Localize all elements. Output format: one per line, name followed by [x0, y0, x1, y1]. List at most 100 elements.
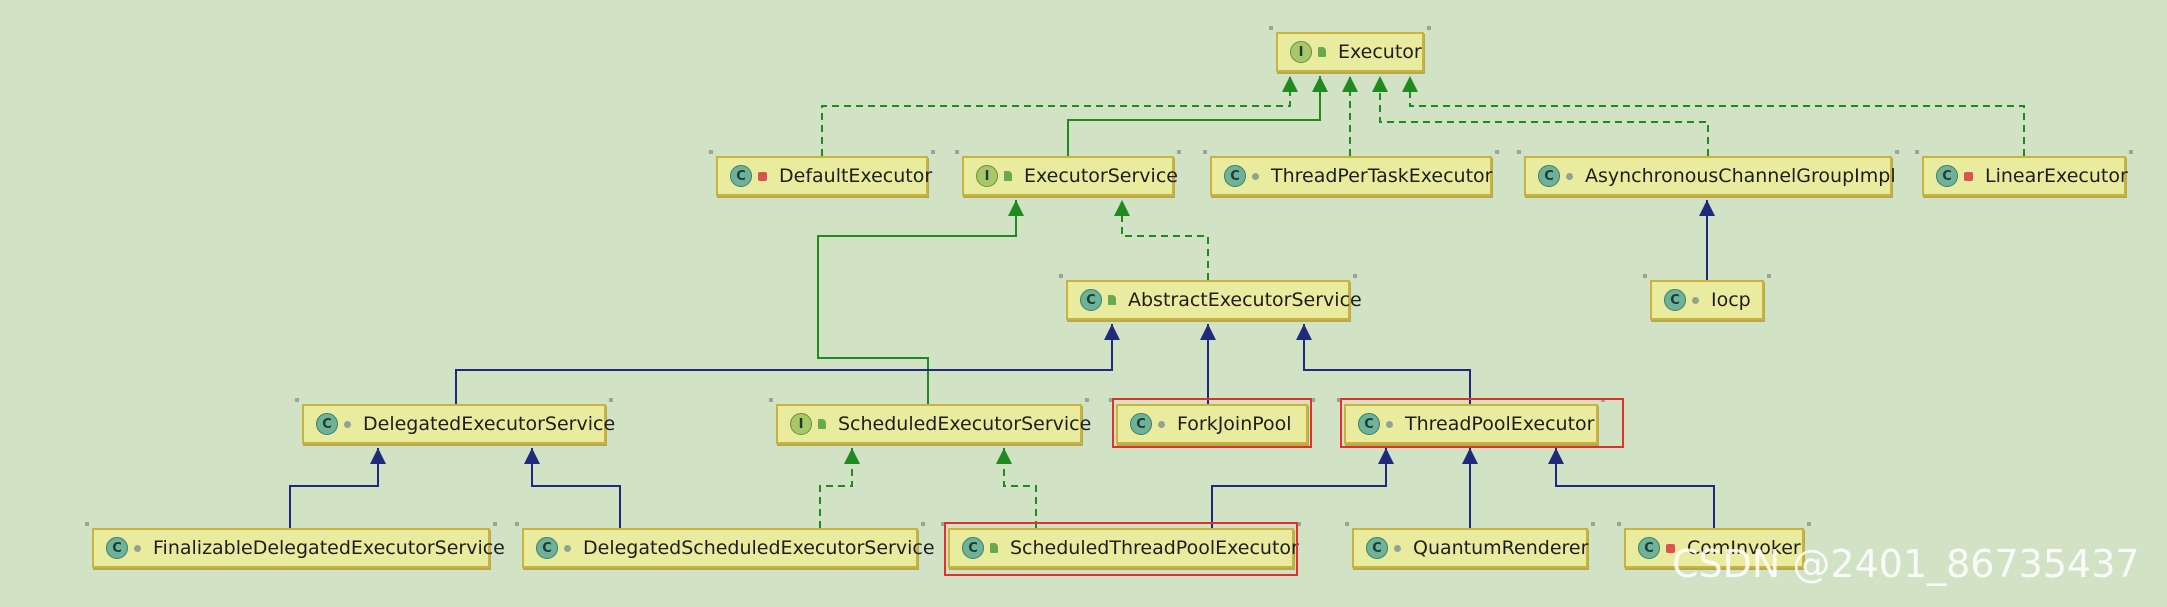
edge-delegated-scheduled-executor-service-to-delegated-executor-service — [524, 448, 621, 528]
edge-asynchronous-channel-group-impl-to-executor — [1372, 76, 1709, 156]
class-name-label: DefaultExecutor — [779, 165, 933, 187]
public-modifier-icon — [1108, 295, 1116, 305]
arrow-head-icon — [1104, 324, 1120, 340]
package-modifier-icon — [134, 544, 141, 552]
class-icon: C — [536, 537, 558, 559]
class-node-default-executor[interactable]: C DefaultExecutor — [709, 150, 935, 202]
class-name-label: ComInvoker — [1687, 537, 1801, 559]
edge-line — [1379, 76, 1709, 156]
arrow-head-icon — [1312, 76, 1328, 92]
package-modifier-icon — [1566, 172, 1573, 180]
edge-line — [817, 200, 1017, 404]
edge-line — [821, 76, 1291, 156]
watermark: CSDN @2401_86735437 — [1672, 542, 2140, 586]
class-icon: C — [962, 537, 984, 559]
package-modifier-icon — [1386, 420, 1393, 428]
package-modifier-icon — [1692, 296, 1699, 304]
class-name-label: AsynchronousChannelGroupImpl — [1585, 165, 1896, 187]
public-modifier-icon — [1318, 47, 1326, 57]
edge-line — [1555, 448, 1715, 528]
interface-icon: I — [1290, 41, 1312, 63]
arrow-head-icon — [1462, 448, 1478, 464]
class-name-label: ThreadPerTaskExecutor — [1271, 165, 1493, 187]
class-name-label: DelegatedScheduledExecutorService — [583, 537, 935, 559]
class-node-iocp[interactable]: C Iocp — [1643, 274, 1771, 326]
edge-thread-per-task-executor-to-executor — [1342, 76, 1358, 156]
lock-icon — [1964, 171, 1973, 181]
class-icon: C — [1936, 165, 1958, 187]
highlight-frame-scheduled-thread-pool-executor — [944, 522, 1298, 576]
edge-executor-service-to-executor — [1067, 76, 1328, 156]
class-node-executor[interactable]: I Executor — [1269, 26, 1431, 78]
lock-icon — [758, 171, 767, 181]
edge-iocp-to-asynchronous-channel-group-impl — [1699, 200, 1715, 280]
class-name-label: ThreadPoolExecutor — [1405, 413, 1595, 435]
edge-fork-join-pool-to-abstract-executor-service — [1200, 324, 1216, 404]
class-name-label: AbstractExecutorService — [1128, 289, 1362, 311]
arrow-head-icon — [1699, 200, 1715, 216]
class-name-label: ForkJoinPool — [1177, 413, 1292, 435]
class-name-label: Executor — [1338, 41, 1422, 63]
edge-line — [455, 324, 1113, 404]
arrow-head-icon — [524, 448, 540, 464]
highlight-frame-fork-join-pool — [1112, 398, 1312, 448]
arrow-head-icon — [1402, 76, 1418, 92]
edge-line — [1303, 324, 1471, 404]
arrow-head-icon — [1114, 200, 1130, 216]
edge-scheduled-executor-service-to-executor-service — [817, 200, 1024, 404]
class-node-thread-per-task-executor[interactable]: C ThreadPerTaskExecutor — [1203, 150, 1499, 202]
edge-scheduled-thread-pool-executor-to-thread-pool-executor — [1211, 448, 1394, 528]
arrow-head-icon — [996, 448, 1012, 464]
edge-scheduled-thread-pool-executor-to-scheduled-executor-service — [996, 448, 1037, 528]
class-icon: C — [730, 165, 752, 187]
package-modifier-icon — [1158, 420, 1165, 428]
package-modifier-icon — [1394, 544, 1401, 552]
arrow-head-icon — [370, 448, 386, 464]
class-node-delegated-scheduled-executor-service[interactable]: C DelegatedScheduledExecutorService — [515, 522, 935, 574]
arrow-head-icon — [1372, 76, 1388, 92]
package-modifier-icon — [344, 420, 351, 428]
highlight-frame-thread-pool-executor — [1340, 398, 1624, 448]
arrow-head-icon — [1548, 448, 1564, 464]
class-icon: C — [1358, 413, 1380, 435]
class-icon: C — [1664, 289, 1686, 311]
public-modifier-icon — [818, 419, 826, 429]
lock-icon — [1666, 543, 1675, 553]
arrow-head-icon — [1378, 448, 1394, 464]
interface-icon: I — [790, 413, 812, 435]
edge-thread-pool-executor-to-abstract-executor-service — [1296, 324, 1471, 404]
arrow-head-icon — [1200, 324, 1216, 340]
edge-line — [1121, 200, 1209, 280]
edge-line — [289, 448, 379, 528]
arrow-head-icon — [1008, 200, 1024, 216]
edge-com-invoker-to-thread-pool-executor — [1548, 448, 1715, 528]
edge-finalizable-delegated-executor-service-to-delegated-executor-service — [289, 448, 386, 528]
class-name-label: ScheduledExecutorService — [838, 413, 1092, 435]
edge-linear-executor-to-executor — [1402, 76, 2025, 156]
class-icon: C — [1224, 165, 1246, 187]
arrow-head-icon — [1342, 76, 1358, 92]
interface-icon: I — [976, 165, 998, 187]
edge-line — [531, 448, 621, 528]
class-node-thread-pool-executor[interactable]: C ThreadPoolExecutor — [1337, 398, 1605, 450]
edge-abstract-executor-service-to-executor-service — [1114, 200, 1209, 280]
edge-delegated-executor-service-to-abstract-executor-service — [455, 324, 1120, 404]
edge-default-executor-to-executor — [821, 76, 1298, 156]
edge-line — [1067, 76, 1321, 156]
class-node-scheduled-executor-service[interactable]: I ScheduledExecutorService — [769, 398, 1091, 450]
class-name-label: Iocp — [1711, 289, 1751, 311]
edge-line — [1409, 76, 2025, 156]
edge-line — [1211, 448, 1387, 528]
